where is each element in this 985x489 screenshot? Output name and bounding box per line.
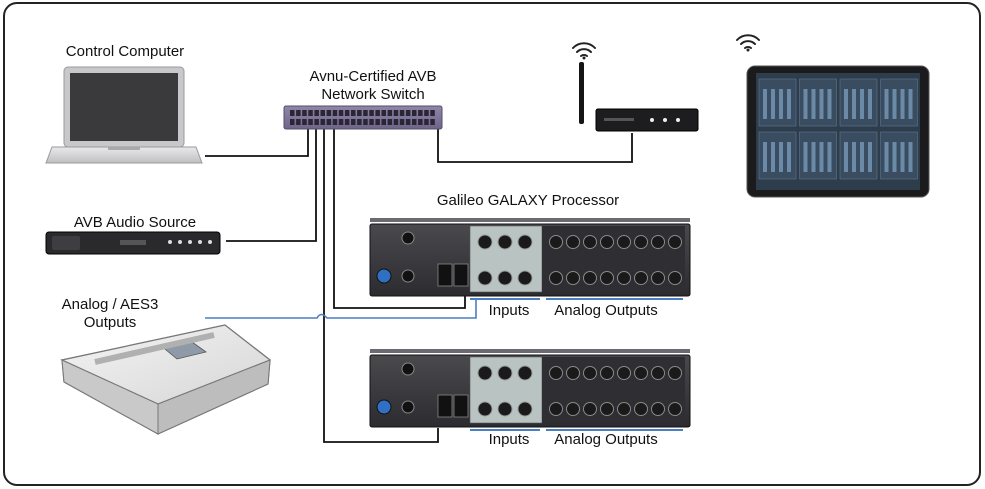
switch-label: Avnu-Certified AVB Network Switch (283, 68, 463, 104)
wifi-icon (736, 34, 760, 52)
diagram-frame (3, 2, 981, 486)
processor-label: Galileo GALAXY Processor (436, 192, 620, 209)
cable-source-switch (226, 129, 317, 242)
avb-source-label: AVB Audio Source (73, 214, 197, 231)
cable-switch-processor2 (323, 129, 439, 443)
network-cables (205, 129, 633, 443)
analog-outputs-label: Analog / AES3 Outputs (40, 296, 180, 332)
galaxy-processor-2 (369, 349, 691, 428)
analog-label-line2: Outputs (83, 314, 137, 331)
outputs-label-1: Analog Outputs (554, 302, 658, 319)
laptop-computer (45, 66, 203, 164)
switch-label-line1: Avnu-Certified AVB (309, 68, 437, 85)
galaxy-processor-1 (369, 218, 691, 297)
inputs-label-2: Inputs (488, 431, 530, 448)
control-computer-label: Control Computer (65, 43, 185, 60)
cable-router-switch (437, 129, 633, 163)
avb-network-switch (283, 105, 443, 130)
wireless-router (579, 62, 699, 132)
cable-computer-switch (205, 129, 309, 157)
mixing-console (60, 324, 272, 435)
analog-label-line1: Analog / AES3 (61, 296, 159, 313)
outputs-label-2: Analog Outputs (554, 431, 658, 448)
tablet-device (746, 65, 930, 198)
cable-switch-processor1 (333, 129, 466, 309)
switch-label-line2: Network Switch (321, 86, 425, 103)
avb-audio-source-device (45, 231, 221, 255)
wifi-icon (572, 42, 596, 60)
inputs-label-1: Inputs (488, 302, 530, 319)
cable-analog-audio (205, 298, 477, 319)
